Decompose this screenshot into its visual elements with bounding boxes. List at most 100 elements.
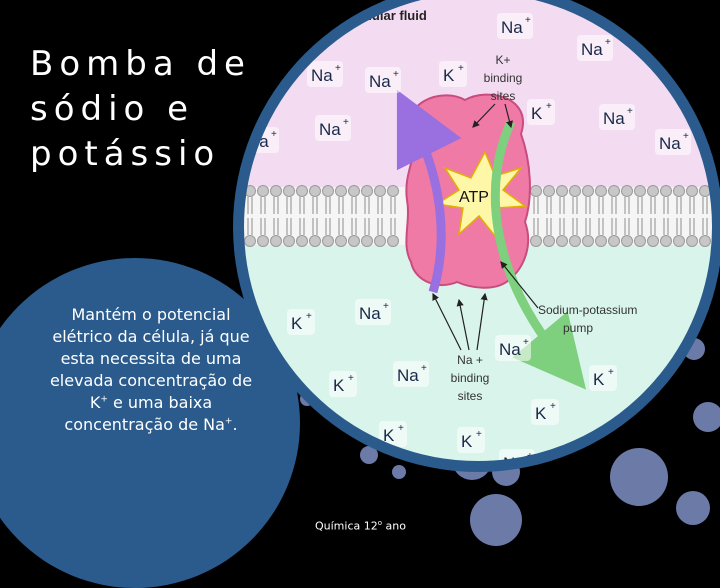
na-binding-label-2: binding [451,371,490,385]
svg-text:+: + [546,101,552,112]
svg-text:Na: Na [603,109,625,128]
lipid-head [388,186,399,197]
lipid-head [531,236,542,247]
lipid-head [609,186,620,197]
sodium-ion: Na+ [655,129,691,155]
lipid-head [284,186,295,197]
lipid-head [310,186,321,197]
svg-text:K: K [535,404,547,423]
lipid-head [583,186,594,197]
lipid-head [700,236,711,247]
svg-text:Na: Na [659,134,681,153]
pump-diagram-svg: ATP acellular fluid K+ binding sites Na … [233,0,720,472]
lipid-head [622,236,633,247]
lipid-head [375,186,386,197]
lipid-head [245,236,256,247]
slide-title: Bomba de sódio e potássio [30,42,260,177]
atp-label: ATP [459,189,489,206]
lipid-head [362,236,373,247]
slide-body-text: Mantém o potencial elétrico da célula, j… [46,304,256,436]
svg-text:K: K [593,370,605,389]
svg-text:+: + [306,311,312,322]
lipid-head [375,236,386,247]
footer-text: Química 12o ano [315,519,406,533]
lipid-head [557,236,568,247]
svg-text:Na: Na [499,340,521,359]
potassium-ion: K+ [527,99,555,125]
lipid-head [297,186,308,197]
svg-text:+: + [550,401,556,412]
svg-text:+: + [383,301,389,312]
sodium-ion: Na+ [393,361,429,387]
svg-text:Na: Na [359,304,381,323]
lipid-head [635,186,646,197]
lipid-head [349,236,360,247]
decor-dot [470,494,522,546]
k-binding-label-2: binding [484,71,523,85]
sodium-ion: Na+ [307,61,343,87]
lipid-head [297,236,308,247]
lipid-head [674,236,685,247]
lipid-head [271,186,282,197]
svg-text:K: K [333,376,345,395]
decor-dot [676,491,710,525]
lipid-head [544,236,555,247]
sodium-ion: Na+ [365,67,401,93]
svg-text:+: + [335,63,341,74]
k-binding-label-3: sites [491,89,516,103]
sodium-ion: Na+ [497,13,533,39]
svg-text:+: + [421,363,427,374]
svg-text:+: + [608,367,614,378]
lipid-head [596,236,607,247]
potassium-ion: K+ [329,371,357,397]
svg-text:K: K [461,432,473,451]
potassium-ion: K+ [531,399,559,425]
svg-text:+: + [683,131,689,142]
pump-label-1: Sodium-potassium [538,303,637,317]
footer-part2: ano [382,520,406,533]
lipid-head [570,186,581,197]
sodium-ion: Na+ [315,115,351,141]
svg-text:Na: Na [397,366,419,385]
lipid-head [596,186,607,197]
lipid-head [336,186,347,197]
lipid-head [648,236,659,247]
body-part2: e uma baixa concentração de Na [64,393,225,434]
lipid-head [661,236,672,247]
lipid-head [349,186,360,197]
lipid-head [557,186,568,197]
lipid-head [310,236,321,247]
svg-text:+: + [348,373,354,384]
svg-text:Na: Na [319,120,341,139]
lipid-head [362,186,373,197]
svg-text:+: + [343,117,349,128]
svg-text:+: + [627,106,633,117]
svg-text:+: + [523,337,529,348]
sodium-ion: Na+ [495,335,531,361]
lipid-head [388,236,399,247]
sodium-ion: Na+ [599,104,635,130]
lipid-head [531,186,542,197]
lipid-head [544,186,555,197]
lipid-head [635,236,646,247]
body-sup1: + [100,395,108,405]
sodium-ion: Na+ [355,299,391,325]
svg-text:Na: Na [311,66,333,85]
svg-text:+: + [398,423,404,434]
lipid-head [583,236,594,247]
lipid-head [687,186,698,197]
sodium-ion: Na+ [577,35,613,61]
lipid-head [687,236,698,247]
lipid-head [323,236,334,247]
lipid-head [284,236,295,247]
svg-text:+: + [605,37,611,48]
lipid-head [336,236,347,247]
potassium-ion: K+ [287,309,315,335]
svg-text:K: K [291,314,303,333]
na-binding-label-1: Na + [457,353,483,367]
lipid-head [622,186,633,197]
lipid-head [258,236,269,247]
pump-label-2: pump [563,321,593,335]
svg-text:Na: Na [369,72,391,91]
potassium-ion: K+ [589,365,617,391]
